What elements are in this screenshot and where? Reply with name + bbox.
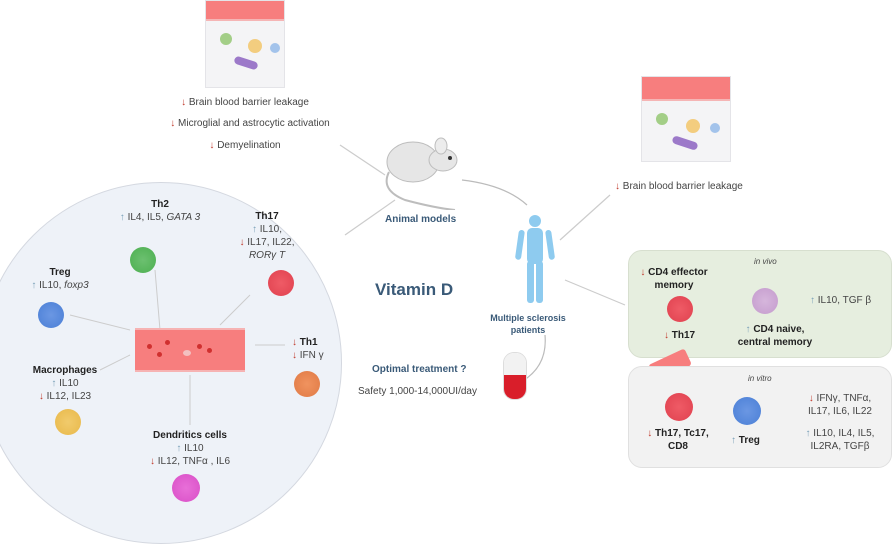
th17-tc17-cd8-label: ↓ Th17, Tc17, CD8 xyxy=(647,428,709,452)
treg-cell-icon xyxy=(38,302,64,328)
th1-cell-icon xyxy=(294,371,320,397)
arrow-mouse-human xyxy=(461,179,528,206)
th2-cell-icon xyxy=(130,247,156,273)
human-body-icon xyxy=(515,215,555,303)
circle-connector-lines xyxy=(69,269,285,425)
title-vitamin-d: Vitamin D xyxy=(375,280,454,299)
invivo-cytokines: ↑ IL10, TGF β xyxy=(810,295,872,306)
top-effect-1: ↓ Brain blood barrier leakage xyxy=(181,97,309,108)
connector-top-brain-mouse xyxy=(339,144,386,176)
th17-invivo-label: ↓ Th17 xyxy=(664,330,696,341)
mouse-icon xyxy=(385,137,458,210)
connector-circle-mouse xyxy=(344,199,396,236)
in-vitro-label: in vitro xyxy=(748,374,772,383)
pill-capsule-icon xyxy=(503,352,527,400)
brain-tissue-illustration-top xyxy=(205,0,285,88)
brain-tissue-illustration-right xyxy=(641,76,731,162)
safety-dose: Safety 1,000-14,000UI/day xyxy=(358,386,477,397)
astrocyte-icon xyxy=(248,39,262,53)
cell-label-th1: ↓ Th1 ↓ IFN γ xyxy=(292,337,324,361)
astrocyte-icon xyxy=(686,119,700,133)
microglia-icon xyxy=(220,33,232,45)
animal-models-label: Animal models xyxy=(385,214,457,225)
cell-label-th2: Th2 ↑ IL4, IL5, GATA 3 xyxy=(119,199,201,223)
invitro-up-cytokines: ↑ IL10, IL4, IL5, IL2RA, TGFβ xyxy=(805,428,875,452)
astrocyte-blue-icon xyxy=(270,43,280,53)
right-effect: ↓ Brain blood barrier leakage xyxy=(615,181,743,192)
microglia-icon xyxy=(656,113,668,125)
connector-human-invivo xyxy=(564,279,626,306)
blood-vessel-illustration xyxy=(135,328,245,372)
dendritic-cell-icon xyxy=(172,474,200,502)
cd4-naive-cell-icon xyxy=(752,288,778,314)
cd4-naive-label: ↑ CD4 naive, central memory xyxy=(737,324,813,348)
treg-invitro-cell-icon xyxy=(733,397,761,425)
macrophage-cell-icon xyxy=(55,409,81,435)
cd4-effector-memory-label: ↓ CD4 effector memory xyxy=(640,267,708,291)
invitro-down-cytokines: ↓ IFNγ, TNFα, IL17, IL6, IL22 xyxy=(808,393,872,417)
th17-cell-icon xyxy=(268,270,294,296)
cell-label-dendritic: Dendritics cells ↑ IL10 ↓ IL12, TNFα , I… xyxy=(149,430,231,467)
connector-lines xyxy=(339,144,626,386)
cd4-effector-cell-icon xyxy=(667,296,693,322)
cell-label-treg: Treg ↑ IL10, foxp3 xyxy=(31,267,89,291)
astrocyte-blue-icon xyxy=(710,123,720,133)
in-vivo-label: in vivo xyxy=(754,257,777,266)
top-effect-2: ↓ Microglial and astrocytic activation xyxy=(170,118,330,129)
connector-human-right-brain xyxy=(559,194,611,241)
optimal-treatment-question: Optimal treatment ? xyxy=(372,364,467,375)
cell-label-th17: Th17 ↑ IL10, ↓ IL17, IL22, RORγ T xyxy=(239,211,295,261)
cell-label-macrophages: Macrophages ↑ IL10 ↓ IL12, IL23 xyxy=(32,365,98,402)
top-effect-3: ↓ Demyelination xyxy=(209,140,281,151)
treg-invitro-label: ↑ Treg xyxy=(731,435,760,446)
th17-tc17-cd8-cell-icon xyxy=(665,393,693,421)
